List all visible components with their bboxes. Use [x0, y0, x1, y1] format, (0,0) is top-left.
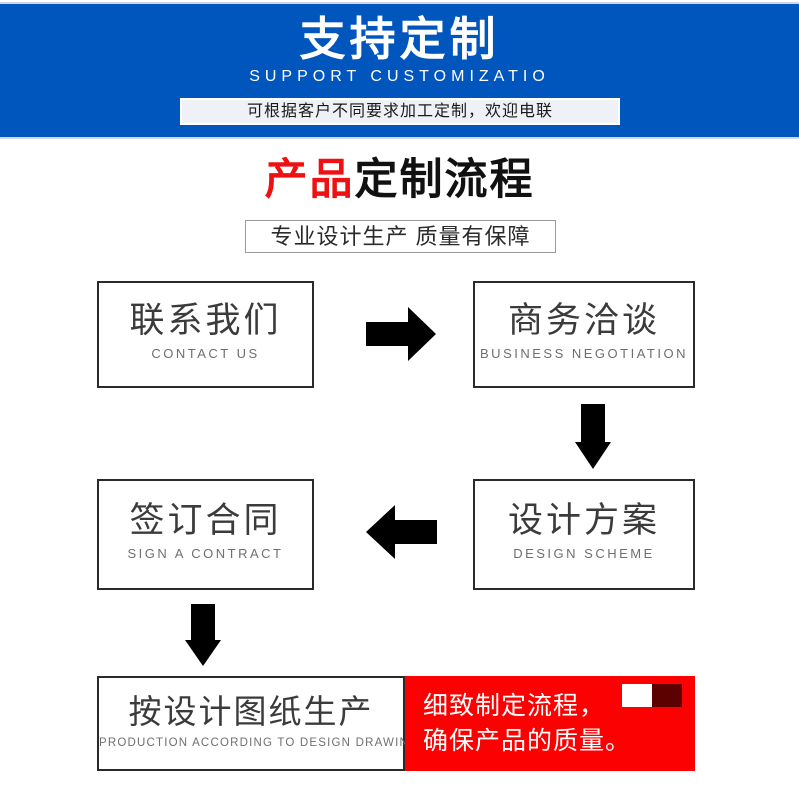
- quality-statement-line-1: 细致制定流程，: [423, 692, 606, 720]
- arrow-right-icon: [366, 307, 436, 361]
- arrow-down-icon: [185, 604, 221, 666]
- flow-step-production: 按设计图纸生产 PRODUCTION ACCORDING TO DESIGN D…: [97, 676, 428, 771]
- arrow-down-icon: [575, 404, 611, 469]
- arrow-head: [408, 307, 436, 361]
- flow-step-label-cn: 按设计图纸生产: [128, 693, 374, 730]
- arrow-shaft: [581, 404, 605, 444]
- flow-step-label-cn: 商务洽谈: [507, 301, 660, 340]
- flow-step-contact-us: 联系我们 CONTACT US: [97, 281, 314, 388]
- section-title: 产品定制流程: [0, 150, 799, 210]
- flow-step-design-scheme: 设计方案 DESIGN SCHEME: [473, 479, 695, 590]
- flow-step-business-negotiation: 商务洽谈 BUSINESS NEGOTIATION: [473, 281, 695, 388]
- banner-badge: 可根据客户不同要求加工定制，欢迎电联: [180, 98, 620, 125]
- section-title-highlight: 产品: [264, 156, 355, 204]
- flow-step-label-en: CONTACT US: [151, 346, 260, 361]
- section-title-rest: 定制流程: [354, 156, 535, 204]
- decoration-square-white: [622, 684, 652, 707]
- flow-step-label-en: PRODUCTION ACCORDING TO DESIGN DRAWINGS: [99, 737, 428, 749]
- arrow-head: [575, 442, 611, 469]
- arrow-left-icon: [366, 505, 437, 559]
- arrow-shaft: [393, 520, 437, 544]
- flow-step-label-cn: 签订合同: [129, 501, 282, 540]
- arrow-shaft: [366, 322, 410, 346]
- flow-step-label-cn: 设计方案: [507, 501, 660, 540]
- flow-step-sign-contract: 签订合同 SIGN A CONTRACT: [97, 479, 314, 590]
- banner-bottom-divider: [0, 137, 799, 139]
- banner-top-divider: [0, 2, 799, 4]
- quality-statement-panel: 细致制定流程， 确保产品的质量。: [405, 676, 695, 771]
- header-banner: 支持定制 SUPPORT CUSTOMIZATIO 可根据客户不同要求加工定制，…: [0, 2, 799, 137]
- quality-statement-line-2: 确保产品的质量。: [423, 727, 632, 755]
- flow-step-label-cn: 联系我们: [129, 301, 282, 340]
- flow-step-label-en: DESIGN SCHEME: [513, 546, 655, 561]
- banner-title: 支持定制: [299, 13, 500, 65]
- flow-step-label-en: BUSINESS NEGOTIATION: [480, 346, 688, 361]
- arrow-head: [185, 640, 221, 666]
- arrow-shaft: [191, 604, 215, 642]
- banner-subtitle: SUPPORT CUSTOMIZATIO: [249, 68, 550, 85]
- decoration-square-dark: [652, 684, 682, 707]
- flow-step-label-en: SIGN A CONTRACT: [127, 546, 284, 561]
- section-subtitle: 专业设计生产 质量有保障: [245, 220, 556, 253]
- arrow-head: [366, 505, 395, 559]
